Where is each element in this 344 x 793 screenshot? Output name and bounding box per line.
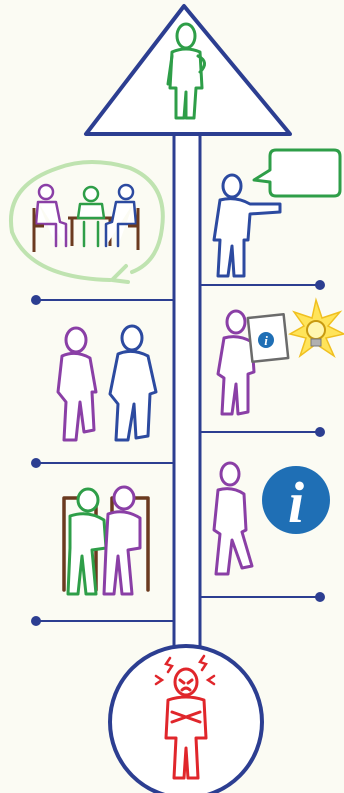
rung-right-2 — [200, 427, 325, 437]
discussion-group-icon — [11, 162, 163, 282]
info-icon: i — [262, 466, 330, 535]
person-walking-icon — [214, 463, 252, 574]
two-people-seated-icon — [64, 487, 148, 594]
info-glyph-large: i — [288, 470, 304, 535]
rung-right-3 — [200, 592, 325, 602]
angry-person-icon — [110, 646, 262, 793]
info-glyph-small: i — [264, 333, 268, 348]
rung-left-2 — [31, 458, 174, 468]
rung-right-1 — [200, 280, 325, 290]
person-with-info-sheet-icon: i — [218, 311, 288, 414]
ladder-shaft — [174, 128, 200, 653]
speech-bubble-icon — [254, 150, 340, 196]
lightbulb-icon — [290, 300, 344, 356]
rung-left-1 — [31, 295, 174, 305]
two-people-standing-icon — [58, 326, 156, 440]
rung-left-3 — [31, 616, 174, 626]
